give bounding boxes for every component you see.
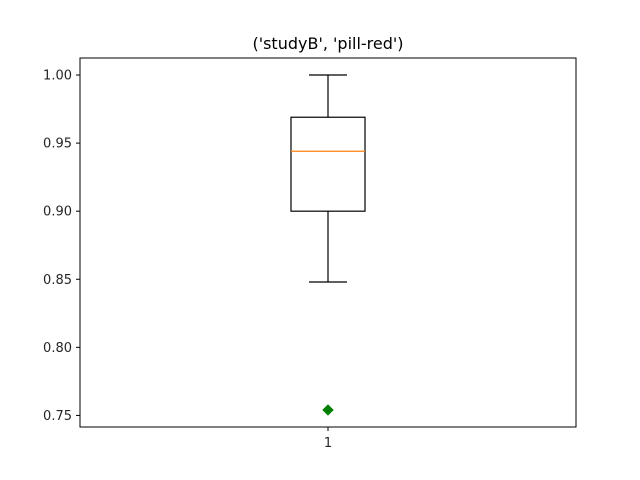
y-tick-label: 0.85 bbox=[43, 273, 72, 288]
chart-title: ('studyB', 'pill-red') bbox=[252, 34, 403, 53]
outlier-point bbox=[322, 404, 334, 416]
plot-area: 0.75 0.80 0.85 0.90 0.95 1.00 1 bbox=[43, 57, 577, 451]
y-tick-label: 0.80 bbox=[43, 341, 72, 356]
iqr-box bbox=[290, 116, 366, 212]
y-tick-label: 1.00 bbox=[43, 69, 72, 84]
y-tick-label: 0.95 bbox=[43, 137, 72, 152]
y-tick-label: 0.75 bbox=[43, 409, 72, 424]
x-tick-label: 1 bbox=[324, 436, 332, 451]
y-tick-label: 0.90 bbox=[43, 205, 72, 220]
